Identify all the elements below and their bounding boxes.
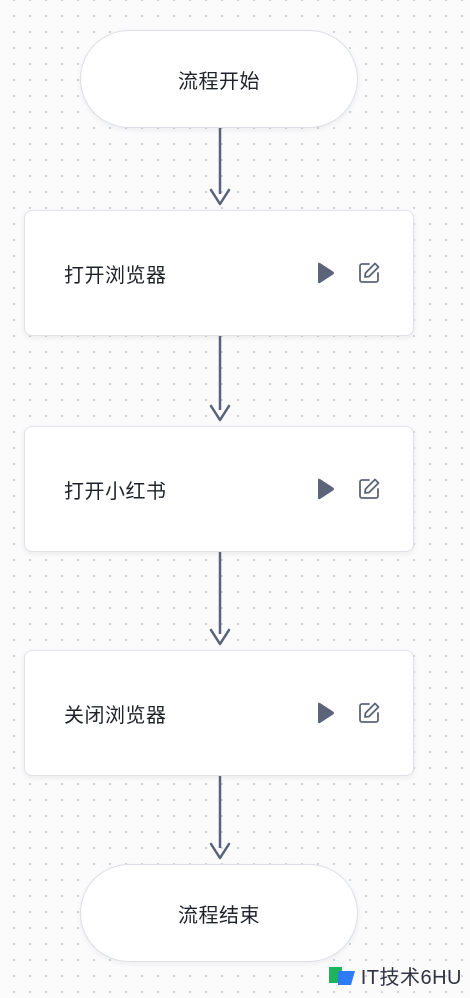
play-icon[interactable]	[312, 260, 338, 286]
edit-icon[interactable]	[356, 476, 382, 502]
flow-step-label: 关闭浏览器	[64, 702, 167, 727]
play-icon[interactable]	[312, 700, 338, 726]
flow-start-label: 流程开始	[178, 68, 260, 93]
connector-arrow	[209, 336, 231, 422]
flow-end-label: 流程结束	[178, 902, 260, 927]
connector-arrow	[209, 552, 231, 646]
flow-step-node[interactable]: 打开浏览器	[24, 210, 414, 336]
flow-end-node[interactable]: 流程结束	[80, 864, 358, 962]
flow-step-label: 打开小红书	[64, 478, 167, 503]
flow-start-node[interactable]: 流程开始	[80, 30, 358, 128]
flow-step-label: 打开浏览器	[64, 262, 167, 287]
watermark-logo-icon	[328, 966, 355, 985]
flow-step-node[interactable]: 关闭浏览器	[24, 650, 414, 776]
connector-arrow	[209, 128, 231, 206]
play-icon[interactable]	[312, 476, 338, 502]
connector-arrow	[209, 776, 231, 860]
edit-icon[interactable]	[356, 260, 382, 286]
flow-step-node[interactable]: 打开小红书	[24, 426, 414, 552]
watermark-text: IT技术6HU	[360, 967, 462, 989]
edit-icon[interactable]	[356, 700, 382, 726]
watermark: IT技术6HU	[328, 961, 462, 990]
